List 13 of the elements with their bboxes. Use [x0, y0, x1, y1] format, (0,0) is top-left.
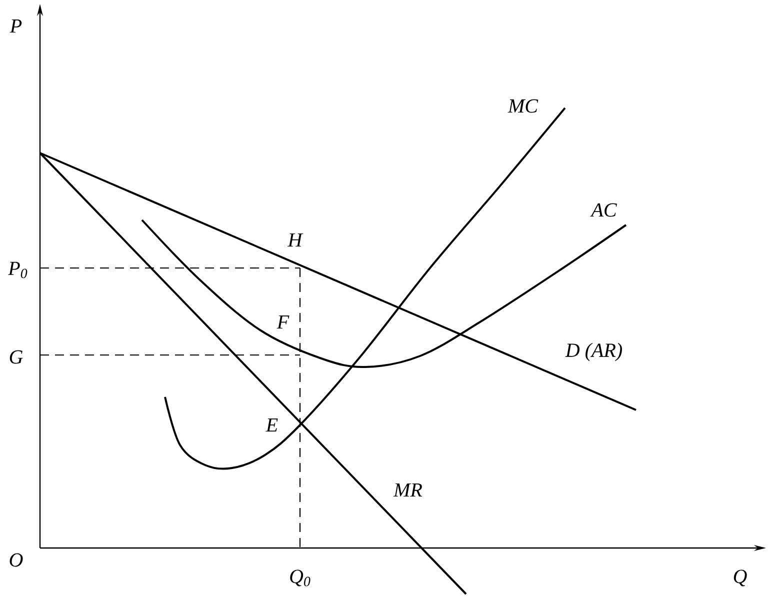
- curve-label: MC: [508, 99, 538, 113]
- curve-label: MR: [393, 483, 422, 497]
- axis-label: Q: [734, 570, 747, 586]
- axis-label: P: [10, 19, 22, 33]
- point-label: H: [288, 233, 304, 247]
- curve-label: AC: [590, 203, 617, 217]
- point-label: E: [266, 418, 278, 432]
- axis-label: Q$_{0}$: [290, 570, 310, 586]
- axis-label: O: [10, 553, 23, 567]
- point-label: F: [276, 315, 290, 329]
- axis-label: G: [10, 350, 23, 364]
- axis-label: P$_{0}$: [8, 262, 28, 278]
- curve-label: D (AR): [565, 342, 622, 362]
